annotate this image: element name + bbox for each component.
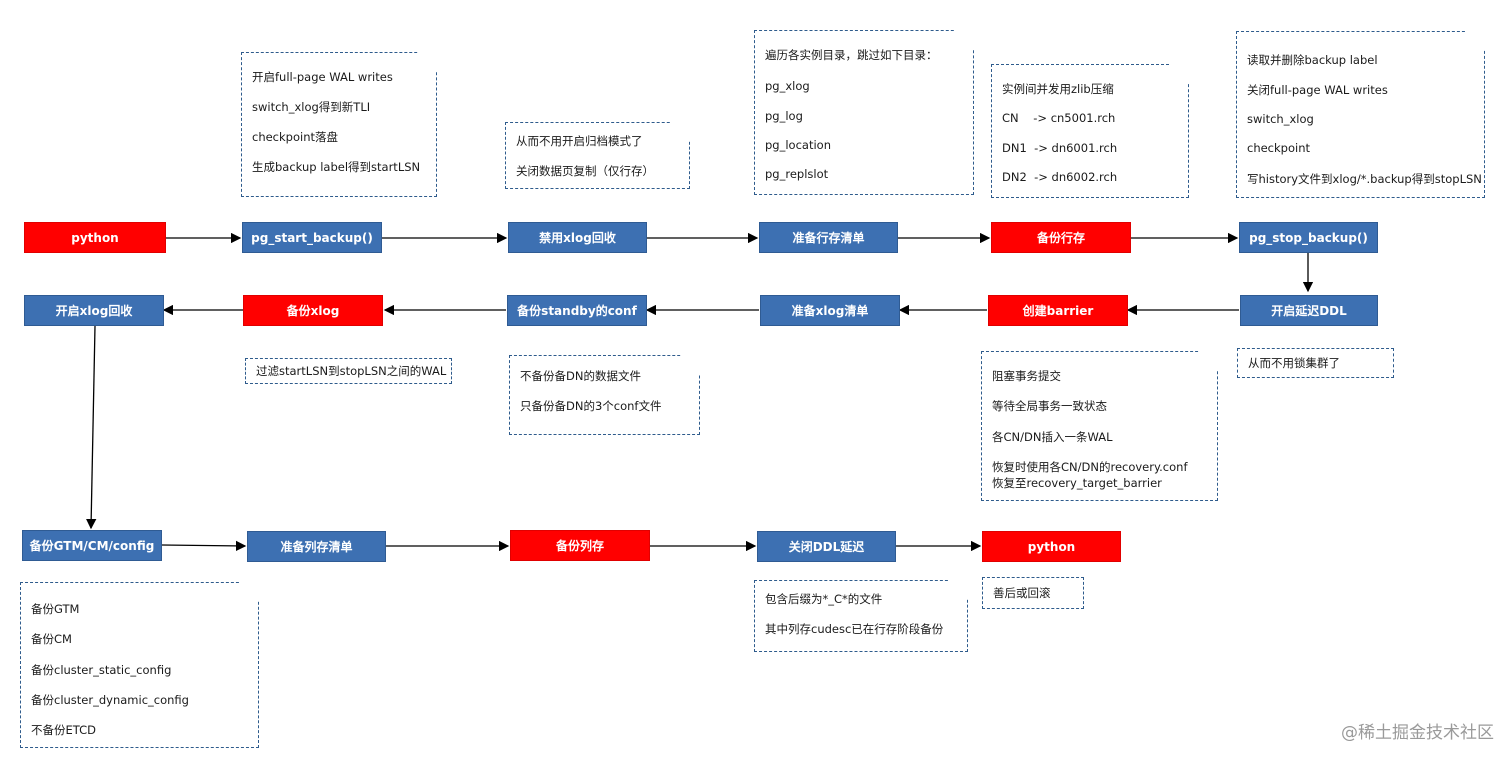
backup-column-node: 备份列存 <box>510 530 650 561</box>
note-cudesc: 包含后缀为*_C*的文件 其中列存cudesc已在行存阶段备份 <box>754 579 969 652</box>
note-cleanup: 善后或回滚 <box>982 577 1084 609</box>
note-barrier: 阻塞事务提交 等待全局事务一致状态 各CN/DN插入一条WAL 恢复时使用各CN… <box>981 350 1219 501</box>
backup-gtm-cm-config-node: 备份GTM/CM/config <box>22 530 162 561</box>
note-no-lock: 从而不用锁集群了 <box>1237 348 1394 378</box>
prepare-column-list-node: 准备列存清单 <box>247 531 386 562</box>
arrow-recycle-to-gtm <box>85 325 97 530</box>
pg-stop-backup-node: pg_stop_backup() <box>1239 222 1378 253</box>
create-barrier-node: 创建barrier <box>988 295 1128 326</box>
enable-ddl-delay-node: 开启延迟DDL <box>1240 295 1378 326</box>
disable-ddl-delay-node: 关闭DDL延迟 <box>757 531 896 562</box>
pg-start-backup-node: pg_start_backup() <box>242 222 382 253</box>
note-traverse: 遍历各实例目录，跳过如下目录： pg_xlog pg_log pg_locati… <box>754 29 975 195</box>
prepare-xlog-list-node: 准备xlog清单 <box>760 295 900 326</box>
backup-row-node: 备份行存 <box>991 222 1131 253</box>
arrow-gtm-to-collist <box>161 540 247 552</box>
prepare-row-list-node: 准备行存清单 <box>759 222 898 253</box>
note-standby-files: 不备份备DN的数据文件 只备份备DN的3个conf文件 <box>509 354 701 435</box>
python-end-node: python <box>982 531 1121 562</box>
note-filter-wal: 过滤startLSN到stopLSN之间的WAL <box>245 358 452 384</box>
disable-xlog-recycle-node: 禁用xlog回收 <box>508 222 647 253</box>
watermark: @稀土掘金技术社区 <box>1341 723 1494 743</box>
backup-standby-conf-node: 备份standby的conf <box>507 295 647 326</box>
note-start-backup: 开启full-page WAL writes switch_xlog得到新TLI… <box>241 51 438 197</box>
enable-xlog-recycle-node: 开启xlog回收 <box>24 295 164 326</box>
note-archive: 从而不用开启归档模式了 关闭数据页复制（仅行存） <box>505 121 691 189</box>
note-stop-backup: 读取并删除backup label 关闭full-page WAL writes… <box>1236 30 1486 198</box>
note-compress: 实例间并发用zlib压缩 CN -> cn5001.rch DN1 -> dn6… <box>991 63 1190 198</box>
python-start-node: python <box>24 222 166 253</box>
backup-xlog-node: 备份xlog <box>243 295 383 326</box>
note-gtm-cm: 备份GTM 备份CM 备份cluster_static_config 备份clu… <box>20 581 260 748</box>
